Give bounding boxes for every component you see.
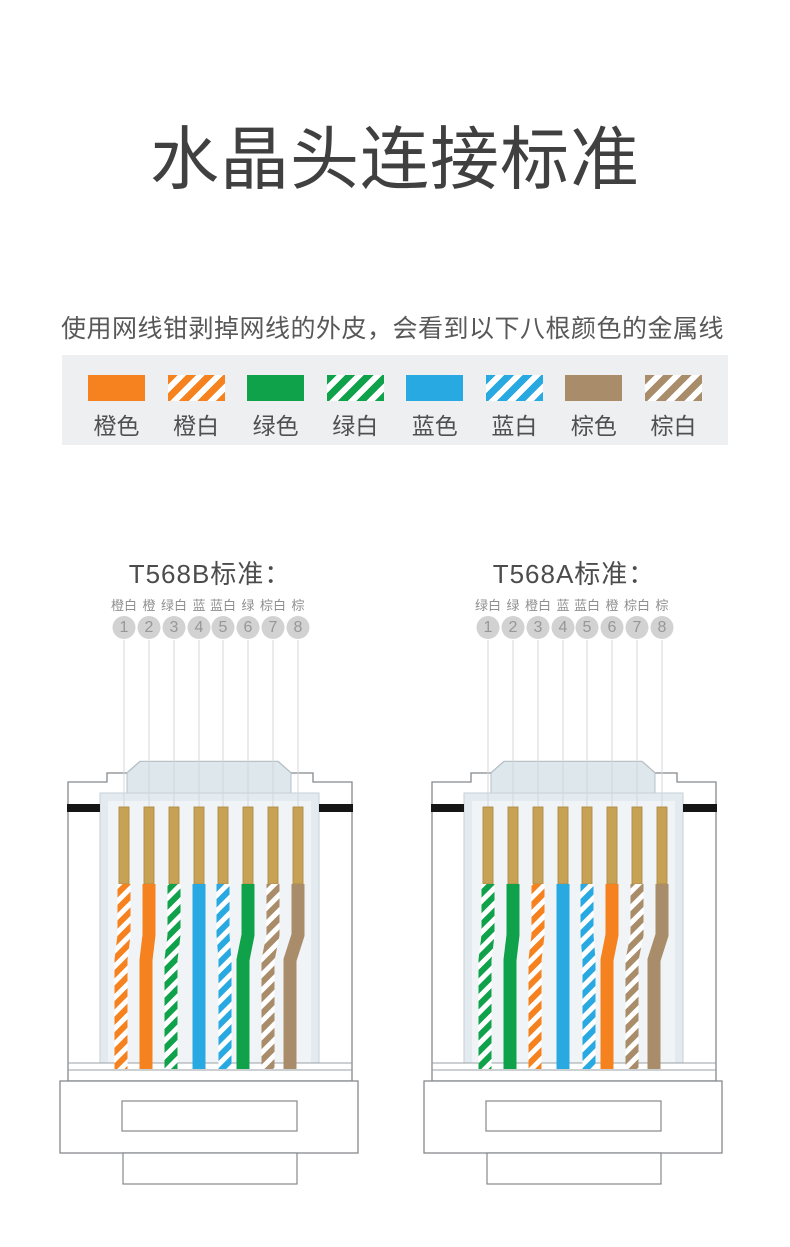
wire-color-label: 蓝白 — [209, 598, 237, 613]
legend-item: 橙色 — [88, 375, 145, 445]
pin-number-badge: 1 — [476, 616, 500, 639]
wire-color-label: 橙 — [605, 598, 619, 613]
wire-color-label: 棕 — [655, 598, 669, 613]
pin-number-badge: 4 — [187, 616, 211, 639]
rj45-plug-drawing — [404, 640, 744, 1190]
wire-color-label: 棕 — [291, 598, 305, 613]
legend-item: 绿白 — [326, 375, 384, 445]
striped-color-swatch — [644, 375, 702, 401]
legend-label: 橙色 — [93, 413, 140, 439]
color-legend: 橙色 橙白 绿色 绿白 蓝色 蓝白 棕色 棕白 — [62, 355, 728, 445]
connector-title-t568b: T568B标准： — [128, 559, 292, 589]
page-description: 使用网线钳剥掉网线的外皮，会看到以下八根颜色的金属线 — [61, 315, 725, 343]
rj45-plug-drawing — [40, 640, 380, 1190]
pin-number-badge: 8 — [286, 616, 310, 639]
legend-label: 棕白 — [650, 413, 697, 439]
wire-color-label: 蓝 — [556, 598, 570, 613]
legend-label: 绿白 — [332, 413, 379, 439]
wire-color-label: 绿 — [506, 598, 520, 613]
legend-item: 绿色 — [247, 375, 305, 445]
pin-number-badge: 4 — [551, 616, 575, 639]
legend-item: 棕白 — [644, 375, 702, 445]
legend-label: 蓝色 — [411, 413, 458, 439]
legend-item: 蓝色 — [406, 375, 464, 445]
legend-item: 棕色 — [565, 375, 623, 445]
pin-number-badge: 2 — [501, 616, 525, 639]
legend-label: 绿色 — [252, 413, 299, 439]
wire-color-label: 绿白 — [474, 598, 502, 613]
pin-number-badge: 7 — [625, 616, 649, 639]
page-title: 水晶头连接标准 — [150, 121, 640, 198]
pin-number-badge: 7 — [261, 616, 285, 639]
pin-number-badge: 6 — [600, 616, 624, 639]
pin-number-badge: 5 — [575, 616, 599, 639]
pin-number-badge: 1 — [112, 616, 136, 639]
wire-color-label: 绿 — [241, 598, 255, 613]
legend-label: 蓝白 — [491, 413, 538, 439]
solid-color-swatch — [247, 375, 305, 401]
solid-color-swatch — [88, 375, 145, 401]
pin-number-badge: 2 — [137, 616, 161, 639]
solid-color-swatch — [406, 375, 464, 401]
wire-color-label: 橙白 — [524, 598, 552, 613]
pin-number-badge: 8 — [650, 616, 674, 639]
wire-color-label: 绿白 — [160, 598, 188, 613]
striped-color-swatch — [485, 375, 543, 401]
striped-color-swatch — [167, 375, 225, 401]
striped-color-swatch — [326, 375, 384, 401]
wire-color-label: 蓝 — [192, 598, 206, 613]
wire-color-label: 橙 — [142, 598, 156, 613]
solid-color-swatch — [565, 375, 623, 401]
legend-item: 橙白 — [167, 375, 225, 445]
wire-color-label: 橙白 — [110, 598, 138, 613]
pin-number-badge: 5 — [211, 616, 235, 639]
wire-color-label: 棕白 — [259, 598, 287, 613]
pin-number-badge: 6 — [236, 616, 260, 639]
pin-number-badge: 3 — [162, 616, 186, 639]
pin-number-badge: 3 — [526, 616, 550, 639]
wire-color-label: 蓝白 — [573, 598, 601, 613]
connector-title-t568a: T568A标准： — [492, 559, 656, 589]
legend-item: 蓝白 — [485, 375, 543, 445]
legend-label: 棕色 — [570, 413, 617, 439]
wire-color-label: 棕白 — [623, 598, 651, 613]
legend-label: 橙白 — [173, 413, 220, 439]
